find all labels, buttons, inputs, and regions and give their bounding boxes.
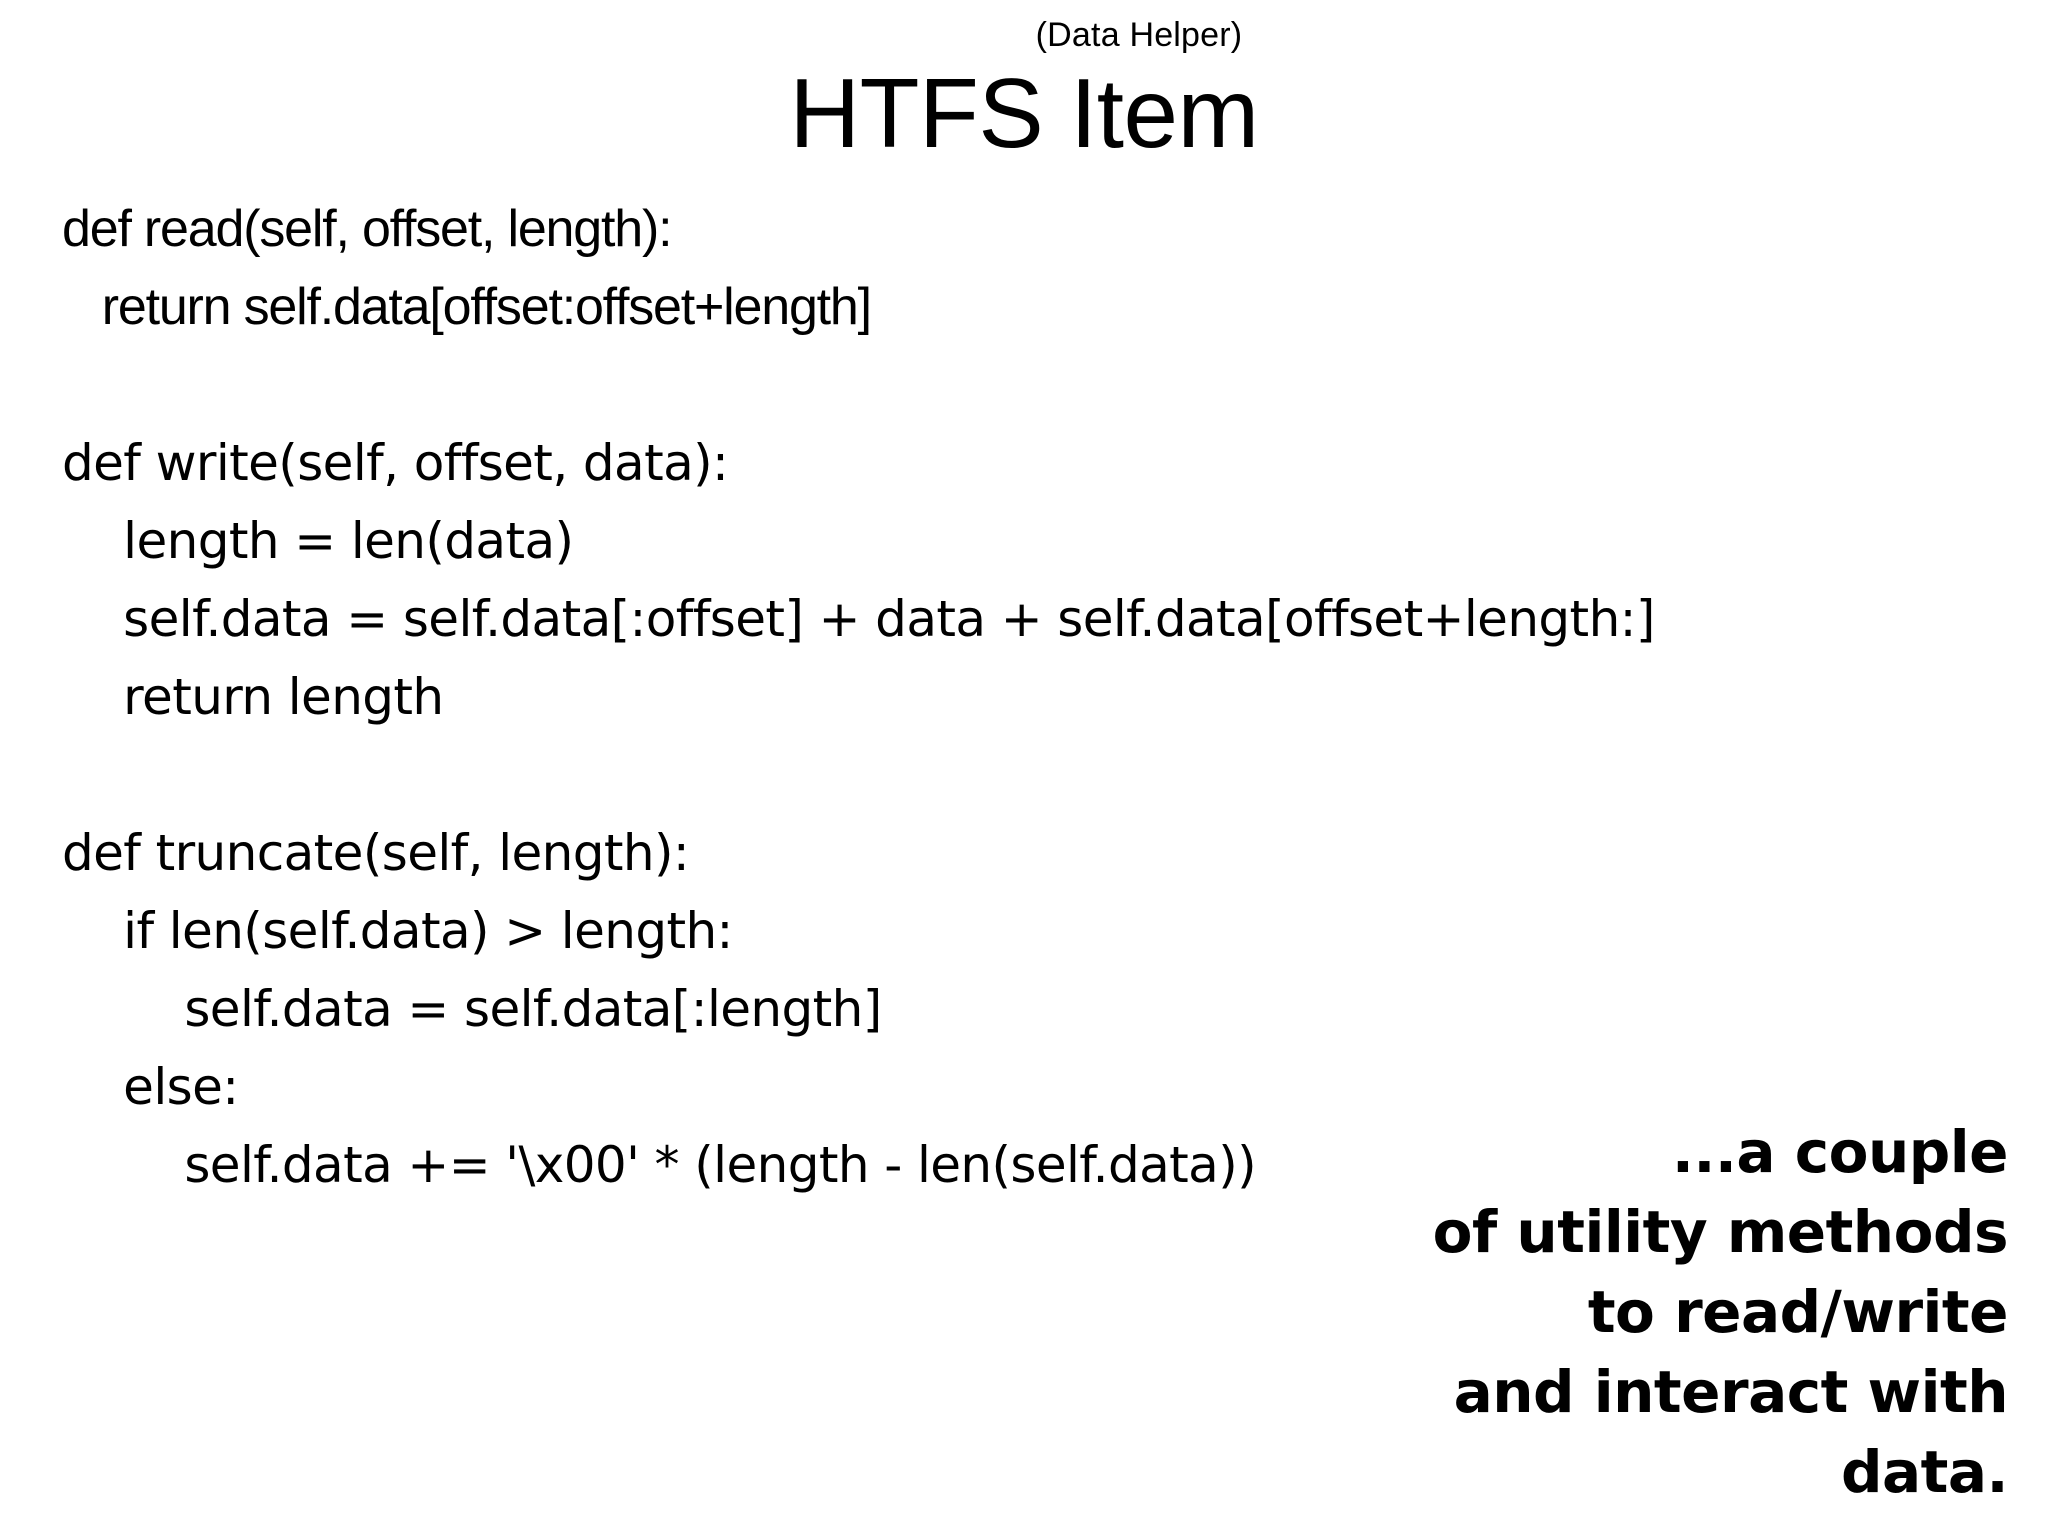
- code-block: def read(self, offset, length): return s…: [62, 190, 1962, 1204]
- code-line: else:: [62, 1058, 239, 1116]
- code-line-blank: [62, 736, 1962, 814]
- annotation-note: ...a couple of utility methods to read/w…: [1148, 1112, 2009, 1512]
- code-line: return self.data[offset:offset+length]: [62, 278, 872, 336]
- code-line: def read(self, offset, length):: [62, 200, 673, 258]
- code-line-blank: [62, 346, 1962, 424]
- code-line: self.data = self.data[:length]: [62, 980, 882, 1038]
- code-line: def truncate(self, length):: [62, 824, 690, 882]
- code-line: self.data = self.data[:offset] + data + …: [62, 590, 1655, 648]
- code-line: self.data += '\x00' * (length - len(self…: [62, 1136, 1257, 1194]
- annotation-line: data.: [1840, 1438, 2009, 1506]
- annotation-line: ...a couple: [1671, 1118, 2009, 1186]
- slide-subtitle: (Data Helper): [1035, 16, 1243, 54]
- code-line: def write(self, offset, data):: [62, 434, 729, 492]
- page-title: HTFS Item: [789, 58, 1259, 168]
- annotation-line: and interact with: [1453, 1358, 2009, 1426]
- slide-header: (Data Helper) HTFS Item: [0, 0, 2048, 165]
- code-line: if len(self.data) > length:: [62, 902, 733, 960]
- code-line: length = len(data): [62, 512, 574, 570]
- annotation-line: to read/write: [1587, 1278, 2009, 1346]
- annotation-line: of utility methods: [1432, 1198, 2009, 1266]
- code-line: return length: [62, 668, 444, 726]
